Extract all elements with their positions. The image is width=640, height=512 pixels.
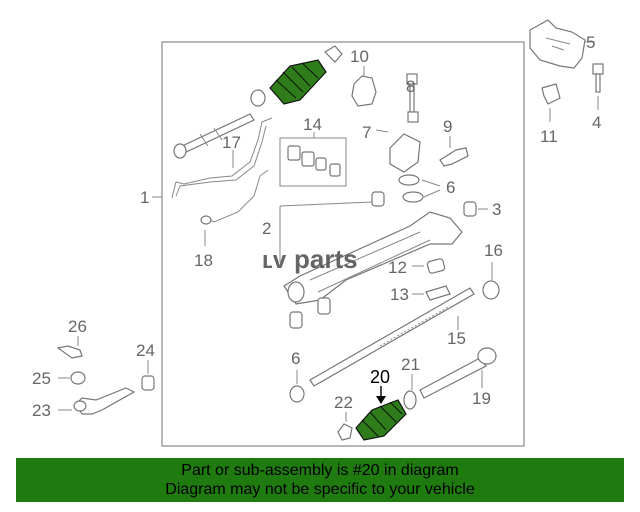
callout-14: 14	[303, 115, 322, 134]
callout-22: 22	[334, 393, 353, 412]
part-19-inner-tie-rod[interactable]	[419, 347, 497, 399]
watermark: ʟv parts	[262, 244, 358, 274]
part-13[interactable]	[412, 285, 451, 301]
part-5-bracket[interactable]	[529, 19, 595, 69]
callout-15: 15	[447, 329, 466, 348]
callout-8: 8	[406, 77, 415, 96]
part-21-ring[interactable]	[403, 374, 417, 410]
callout-2: 2	[262, 219, 271, 238]
callout-7: 7	[362, 123, 371, 142]
boot-clip-upper[interactable]	[324, 45, 343, 63]
callout-24: 24	[136, 341, 155, 360]
callout-19: 19	[472, 389, 491, 408]
part-12[interactable]	[412, 258, 446, 274]
part-26[interactable]	[56, 336, 83, 359]
part-23-tie-rod-end[interactable]	[58, 387, 136, 415]
callout-3: 3	[492, 200, 501, 219]
boot-ring[interactable]	[250, 89, 266, 107]
part-4-bolt[interactable]	[592, 63, 604, 110]
callout-5: 5	[586, 33, 595, 52]
callout-25: 25	[32, 369, 51, 388]
callout-1: 1	[140, 188, 149, 207]
callout-23: 23	[32, 401, 51, 420]
callout-9: 9	[443, 117, 452, 136]
callout-21: 21	[401, 355, 420, 374]
part-7-valve[interactable]	[375, 129, 421, 173]
callout-18: 18	[194, 251, 213, 270]
part-11-clip[interactable]	[541, 83, 561, 122]
inner-tie-rod-upper[interactable]	[173, 113, 255, 159]
callout-17: 17	[222, 133, 241, 152]
callout-12: 12	[388, 258, 407, 277]
watermark-brand: parts	[294, 244, 358, 274]
info-banner: Part or sub-assembly is #20 in diagram D…	[16, 458, 624, 502]
callout-11: 11	[540, 127, 558, 146]
part-22-clip[interactable]	[337, 412, 353, 441]
callout-6-lower: 6	[291, 349, 300, 368]
callout-10: 10	[350, 47, 369, 66]
part-24[interactable]	[141, 360, 155, 391]
parts-diagram: ʟv parts 10 5 4 11 8 7 9 14 17 1 6 3 2 1…	[32, 19, 604, 447]
callout-20-highlighted: 20	[370, 367, 390, 387]
part-16[interactable]	[482, 262, 500, 300]
assembly-frame	[161, 41, 525, 447]
part-6-seal-lower[interactable]	[289, 370, 305, 403]
part-25[interactable]	[58, 371, 86, 385]
part-15-rack[interactable]	[309, 287, 475, 387]
part-17-pipe[interactable]	[171, 117, 273, 199]
callout-13: 13	[390, 285, 409, 304]
banner-line-2: Diagram may not be specific to your vehi…	[165, 481, 475, 498]
callout-16: 16	[484, 241, 503, 260]
part-20-bellows-boot[interactable]	[355, 386, 407, 441]
part-2-bushes[interactable]	[279, 191, 385, 262]
callout-6-upper: 6	[446, 178, 455, 197]
part-14-kit[interactable]	[279, 132, 347, 187]
callout-4: 4	[592, 113, 601, 132]
part-6-seals-upper[interactable]	[398, 174, 441, 203]
steering-gear-housing[interactable]	[283, 211, 463, 329]
upper-bellows-boot[interactable]	[269, 59, 327, 105]
part-18-pipe[interactable]	[200, 169, 269, 246]
callout-26: 26	[68, 317, 87, 336]
part-10[interactable]	[351, 66, 377, 107]
part-8-bolt[interactable]	[406, 73, 419, 123]
part-9[interactable]	[439, 136, 469, 167]
part-3-bush[interactable]	[463, 201, 488, 217]
watermark-prefix: ʟv	[262, 247, 287, 274]
banner-line-1: Part or sub-assembly is #20 in diagram	[181, 462, 459, 479]
